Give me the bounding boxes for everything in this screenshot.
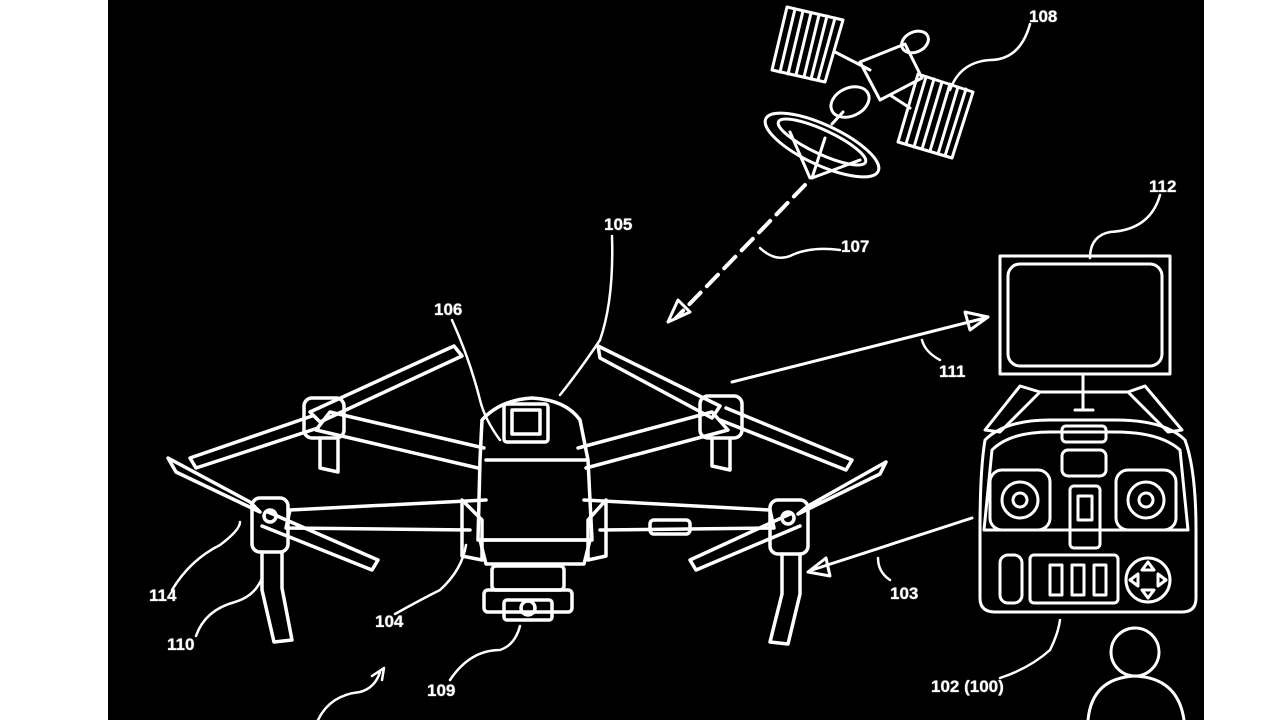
drone-front-left-arm bbox=[188, 344, 486, 474]
label-110: 110 bbox=[167, 635, 195, 654]
label-114: 114 bbox=[149, 586, 177, 605]
label-108: 108 bbox=[1029, 7, 1058, 26]
label-103: 103 bbox=[890, 584, 919, 603]
operator-person bbox=[1086, 626, 1186, 720]
drone-rear-right-arm bbox=[582, 460, 888, 646]
satellite-dish bbox=[763, 111, 881, 180]
label-107: 107 bbox=[841, 237, 870, 256]
satellite-arm bbox=[888, 93, 912, 110]
remote-controller bbox=[978, 372, 1198, 614]
satellite-body bbox=[829, 29, 930, 126]
drone-front-sensor bbox=[502, 402, 550, 444]
drone bbox=[166, 344, 888, 646]
drone-gimbal-camera bbox=[482, 564, 574, 622]
display-screen bbox=[998, 254, 1172, 376]
label-111: 111 bbox=[939, 362, 966, 381]
label-102: 102 (100) bbox=[931, 677, 1004, 696]
leader-lines bbox=[170, 22, 1162, 720]
satellite-illustration bbox=[763, 5, 975, 180]
label-109: 109 bbox=[427, 681, 456, 700]
drone-front-right-arm bbox=[576, 344, 854, 472]
label-106: 106 bbox=[434, 300, 463, 319]
drone-body bbox=[460, 396, 608, 566]
controller-to-drone-link bbox=[806, 516, 974, 578]
label-105: 105 bbox=[604, 215, 633, 234]
label-104: 104 bbox=[375, 612, 404, 631]
drone-rear-left-arm bbox=[166, 456, 488, 644]
satellite-left-solar-panel bbox=[770, 5, 845, 84]
label-112: 112 bbox=[1149, 177, 1177, 196]
drone-to-display-link bbox=[730, 310, 990, 384]
satellite-right-solar-panel bbox=[896, 72, 975, 160]
satellite-signal-beam bbox=[666, 183, 807, 324]
